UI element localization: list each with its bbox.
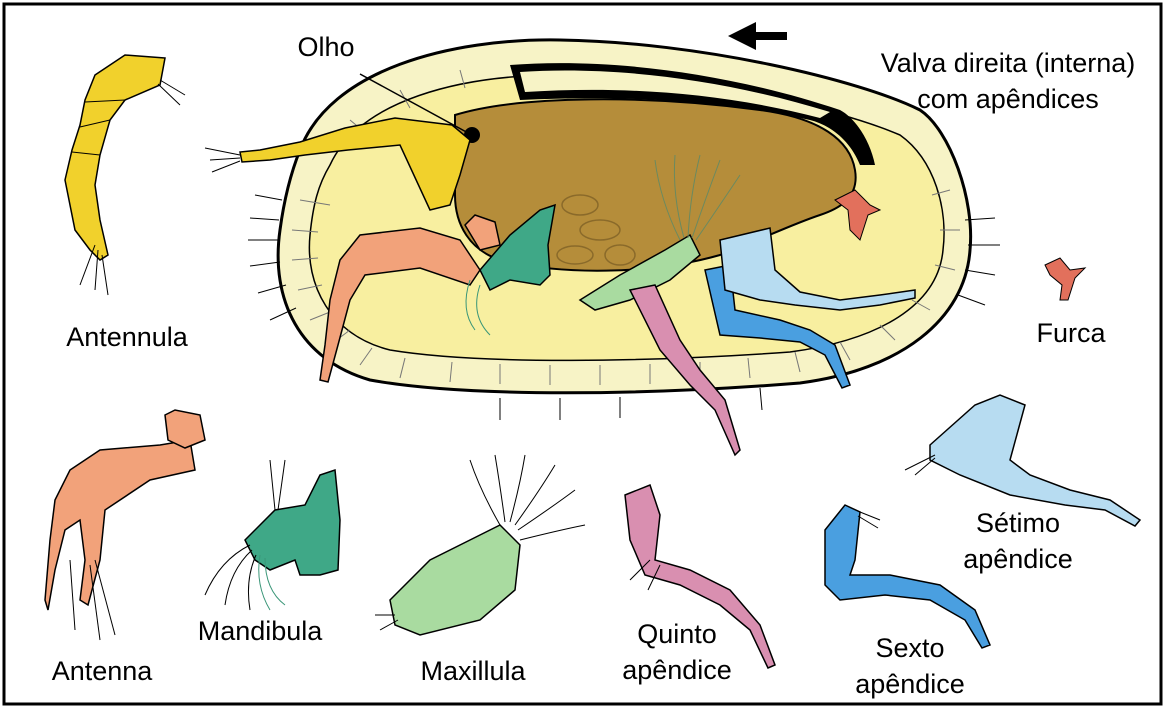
label-sexto-1: Sexto	[875, 633, 944, 663]
label-furca: Furca	[1036, 318, 1106, 348]
label-antennula: Antennula	[66, 322, 189, 352]
label-setimo-1: Sétimo	[976, 508, 1060, 538]
title-line2: com apêndices	[917, 84, 1099, 114]
label-mandibula: Mandibula	[198, 616, 324, 646]
label-quinto-2: apêndice	[622, 655, 732, 685]
label-antenna: Antenna	[52, 656, 154, 686]
title-line1: Valva direita (interna)	[881, 48, 1136, 78]
label-eye: Olho	[297, 32, 354, 62]
label-sexto-2: apêndice	[855, 669, 965, 699]
label-maxillula: Maxillula	[420, 656, 526, 686]
label-setimo-2: apêndice	[963, 544, 1073, 574]
label-quinto-1: Quinto	[637, 619, 717, 649]
